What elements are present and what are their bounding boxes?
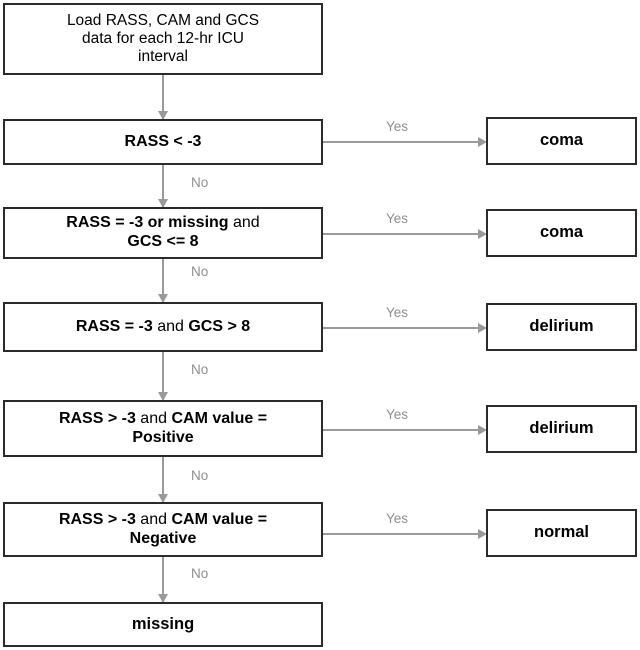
arrowhead-down-icon	[158, 111, 168, 120]
arrowhead-down-icon	[158, 199, 168, 208]
edge-label-yes-1: Yes	[386, 119, 409, 134]
decision-5-lite-a: and	[135, 510, 172, 528]
decision-node-rass-eq-neg3-gcs-gt8: RASS = -3 and GCS > 8	[3, 302, 323, 352]
arrowhead-right-icon	[478, 323, 487, 333]
arrowhead-down-icon	[158, 594, 168, 603]
arrowhead-right-icon	[478, 425, 487, 435]
start-line-3: interval	[138, 48, 188, 66]
decision-5-text: RASS > -3 and CAM value = Negative	[11, 511, 315, 549]
edge-label-no-3: No	[191, 362, 209, 377]
decision-4-lite-a: and	[135, 409, 172, 427]
decision-node-rass-lt-neg3: RASS < -3	[3, 119, 323, 165]
outcome-node-coma-1: coma	[486, 117, 637, 165]
connector-decision-3-yes	[323, 323, 487, 333]
start-line-1: Load RASS, CAM and GCS	[66, 11, 260, 29]
edge-label-yes-4: Yes	[386, 407, 409, 422]
arrowhead-down-icon	[158, 294, 168, 303]
arrowhead-down-icon	[158, 494, 168, 503]
decision-1-text: RASS < -3	[11, 133, 315, 152]
connector-decision-3-no	[158, 352, 168, 401]
decision-node-rass-gt-neg3-cam-positive: RASS > -3 and CAM value = Positive	[3, 400, 323, 457]
edge-label-no-1: No	[191, 175, 209, 190]
edge-label-no-4: No	[191, 468, 209, 483]
connector-decision-2-no	[158, 259, 168, 303]
decision-2-bold-a: RASS = -3 or missing	[66, 214, 229, 232]
outcome-node-delirium-2: delirium	[486, 405, 637, 453]
arrowhead-down-icon	[158, 392, 168, 401]
outcome-4-label: delirium	[529, 419, 594, 438]
outcome-node-coma-2: coma	[486, 209, 637, 257]
connector-decision-1-no	[158, 165, 168, 208]
start-node-text: Load RASS, CAM and GCS data for each 12-…	[11, 12, 315, 67]
decision-2-bold-b: GCS <= 8	[127, 233, 199, 250]
decision-node-rass-neg3-or-missing-gcs-le8: RASS = -3 or missing and GCS <= 8	[3, 207, 323, 259]
edge-label-no-2: No	[191, 264, 209, 279]
connector-decision-5-yes	[323, 529, 487, 539]
outcome-3-label: delirium	[529, 317, 594, 336]
decision-3-text: RASS = -3 and GCS > 8	[11, 318, 315, 337]
decision-4-text: RASS > -3 and CAM value = Positive	[11, 410, 315, 448]
decision-3-bold-a: RASS = -3	[75, 317, 153, 335]
start-node-load-data: Load RASS, CAM and GCS data for each 12-…	[3, 3, 323, 75]
arrowhead-right-icon	[478, 137, 487, 147]
arrowhead-right-icon	[478, 529, 487, 539]
decision-3-bold-b: GCS > 8	[188, 317, 251, 335]
edge-label-yes-5: Yes	[386, 511, 409, 526]
start-line-2: data for each 12-hr ICU	[82, 29, 244, 47]
arrowhead-right-icon	[478, 229, 487, 239]
outcome-node-normal: normal	[486, 509, 637, 557]
edge-label-no-5: No	[191, 566, 209, 581]
decision-5-bold-a: RASS > -3	[58, 510, 136, 528]
connector-decision-1-yes	[323, 137, 487, 147]
edge-label-yes-2: Yes	[386, 211, 409, 226]
outcome-1-label: coma	[539, 131, 584, 150]
decision-5-bold-c: Negative	[129, 529, 197, 547]
decision-4-bold-a: RASS > -3	[58, 409, 136, 427]
outcome-5-label: normal	[533, 523, 589, 542]
terminal-label: missing	[131, 614, 195, 633]
connector-start-to-decision-1	[158, 75, 168, 120]
connector-decision-2-yes	[323, 229, 487, 239]
connector-decision-4-no	[158, 457, 168, 503]
decision-2-text: RASS = -3 or missing and GCS <= 8	[11, 214, 315, 252]
outcome-node-delirium-1: delirium	[486, 303, 637, 351]
decision-node-rass-gt-neg3-cam-negative: RASS > -3 and CAM value = Negative	[3, 502, 323, 557]
decision-1-bold-a: RASS < -3	[124, 132, 202, 150]
decision-4-bold-c: Positive	[132, 428, 194, 446]
decision-4-bold-b: CAM value =	[171, 409, 268, 427]
edge-label-yes-3: Yes	[386, 305, 409, 320]
decision-2-lite-a: and	[228, 214, 260, 232]
outcome-2-label: coma	[539, 223, 584, 242]
connector-decision-5-no	[158, 557, 168, 603]
terminal-node-missing: missing	[3, 602, 323, 647]
decision-3-lite-a: and	[152, 317, 189, 335]
connector-decision-4-yes	[323, 425, 487, 435]
decision-5-bold-b: CAM value =	[171, 510, 268, 528]
